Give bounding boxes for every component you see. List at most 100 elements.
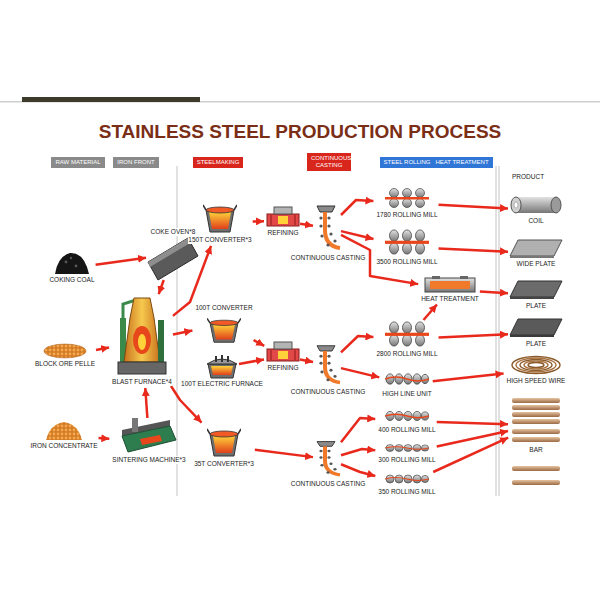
node-label: 3500 ROLLING MILL bbox=[376, 258, 437, 266]
node-label: COKING COAL bbox=[49, 276, 94, 284]
equipment-node: 35T CONVERTER*3 bbox=[193, 424, 255, 468]
equipment-node: CONTINUOUS CASTING bbox=[315, 204, 341, 252]
heat-treatment-furnace bbox=[460, 276, 468, 279]
blast-furnace bbox=[124, 298, 160, 362]
iron-concentrate-pile bbox=[46, 422, 82, 440]
caster bbox=[317, 206, 340, 248]
electric-furnace bbox=[208, 364, 236, 378]
product-bar bbox=[512, 480, 560, 485]
equipment-node: BLAST FURNACE*4 bbox=[111, 296, 173, 386]
flow-arrow bbox=[433, 374, 504, 382]
node-label: IRON CONCENTRATE bbox=[30, 442, 97, 450]
product-node: COIL bbox=[510, 195, 562, 225]
stage-tag: HEAT TREATMENT bbox=[431, 157, 492, 168]
equipment-node: 100T CONVERTER bbox=[194, 304, 253, 344]
node-label: 2800 ROLLING MILL bbox=[376, 350, 437, 358]
tag-label: CONTINUOUS CASTING bbox=[311, 155, 347, 169]
node-label: CONTINUOUS CASTING bbox=[291, 480, 365, 488]
flow-arrow bbox=[341, 418, 375, 442]
column-divider bbox=[177, 166, 178, 496]
equipment-node: SINTERING MACHINE*3 bbox=[111, 418, 186, 464]
coke-oven bbox=[148, 238, 198, 280]
node-label: REFINING bbox=[267, 229, 298, 237]
tag-label: RAW MATERIAL bbox=[55, 159, 100, 166]
node-label: CONTINUOUS CASTING bbox=[291, 254, 365, 262]
node-label: REFINING bbox=[267, 364, 298, 372]
blast-furnace bbox=[138, 334, 146, 350]
flow-arrow bbox=[341, 336, 373, 352]
equipment-node: 150T CONVERTER*3 bbox=[187, 200, 252, 244]
electric-furnace bbox=[211, 366, 233, 375]
stage-tag: STEELMAKING bbox=[193, 157, 244, 168]
equipment-node: REFINING bbox=[266, 205, 300, 237]
converter bbox=[207, 429, 241, 456]
node-label: BAR bbox=[529, 446, 542, 454]
node-label: COKE OVEN*8 bbox=[151, 228, 196, 236]
product-plate bbox=[510, 297, 554, 299]
coke-oven bbox=[148, 238, 198, 280]
rolling-mill bbox=[385, 411, 429, 420]
sintering-machine bbox=[132, 418, 138, 432]
coal-pile bbox=[55, 253, 89, 274]
flow-arrow bbox=[171, 386, 202, 423]
product-node: BAR bbox=[510, 396, 562, 454]
rolling-mill bbox=[385, 230, 429, 254]
coal-pile bbox=[55, 253, 89, 274]
column-divider bbox=[499, 166, 500, 496]
rolling-mill bbox=[385, 189, 429, 208]
product-bar bbox=[512, 466, 560, 471]
flow-arrow bbox=[437, 422, 508, 424]
node-label: COIL bbox=[528, 217, 543, 225]
node-label: 100T CONVERTER bbox=[195, 304, 252, 312]
rolling-mill bbox=[385, 445, 429, 452]
equipment-node: 100T ELECTRIC FURNACE bbox=[205, 356, 239, 378]
equipment-node: HEAT TREATMENT bbox=[420, 276, 480, 303]
product-coil bbox=[511, 197, 561, 213]
flow-arrow bbox=[159, 280, 164, 294]
node-label: HEAT TREATMENT bbox=[421, 295, 479, 303]
flow-arrow bbox=[433, 438, 508, 472]
product-node: PLATE bbox=[510, 280, 562, 310]
flow-arrow bbox=[300, 224, 313, 226]
blast-furnace bbox=[133, 326, 151, 354]
product-bar bbox=[512, 398, 560, 485]
product-plate bbox=[510, 240, 562, 256]
equipment-node: 400 ROLLING MILL bbox=[377, 408, 436, 434]
node-label: 1780 ROLLING MILL bbox=[376, 211, 437, 219]
equipment-node: HIGH LINE UNIT bbox=[381, 370, 432, 398]
stage-tag: CONTINUOUS CASTING bbox=[307, 153, 351, 171]
stage-tag: STEEL ROLLING bbox=[380, 157, 435, 168]
flow-arrow bbox=[99, 437, 110, 440]
node-label: PLATE bbox=[526, 302, 546, 310]
equipment-node: 2800 ROLLING MILL bbox=[375, 320, 438, 358]
flow-arrow bbox=[255, 450, 313, 457]
converter bbox=[207, 318, 241, 342]
node-label: BLAST FURNACE*4 bbox=[112, 378, 172, 386]
sintering-machine bbox=[122, 418, 176, 452]
tag-label: STEELMAKING bbox=[197, 159, 240, 166]
rolling-mill bbox=[385, 189, 429, 484]
iron-concentrate-pile bbox=[46, 422, 82, 440]
flow-arrow bbox=[439, 248, 508, 251]
flow-arrow bbox=[145, 388, 147, 418]
rolling-mill bbox=[385, 322, 429, 346]
product-wire bbox=[512, 357, 560, 374]
flow-arrow bbox=[96, 258, 146, 265]
product-plate bbox=[510, 281, 562, 297]
equipment-node: CONTINUOUS CASTING bbox=[315, 344, 341, 386]
heat-treatment-furnace bbox=[425, 278, 475, 292]
flow-arrow bbox=[439, 205, 508, 209]
product-bar bbox=[512, 412, 560, 417]
product-bar bbox=[512, 398, 560, 403]
caster bbox=[317, 206, 340, 475]
stage-tag: IRON FRONT bbox=[113, 157, 158, 168]
sintering-machine bbox=[122, 426, 176, 452]
caster bbox=[317, 442, 340, 475]
flow-arrow bbox=[173, 331, 193, 335]
node-label: 150T CONVERTER*3 bbox=[188, 236, 251, 244]
equipment-node: COKING COAL bbox=[48, 252, 95, 284]
product-node: HIGH SPEED WIRE bbox=[506, 355, 567, 385]
